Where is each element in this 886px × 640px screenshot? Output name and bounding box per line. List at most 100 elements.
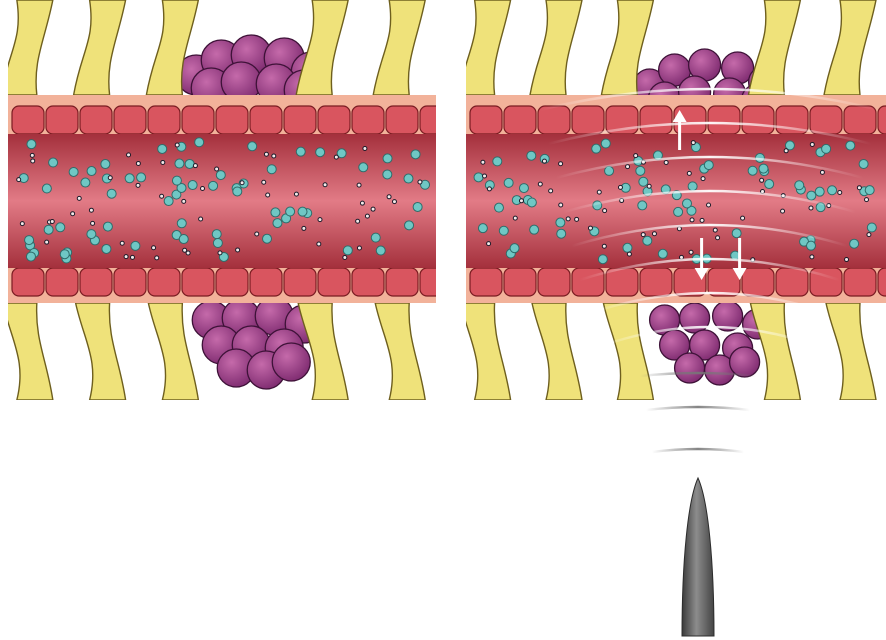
endothelial-cell — [742, 106, 774, 134]
microbubble — [867, 223, 876, 232]
astrocyte-end-feet — [1, 0, 53, 95]
microbubble — [296, 147, 305, 156]
drug-particle — [857, 186, 861, 190]
microbubble — [556, 218, 565, 227]
astrocyte-end-feet — [826, 303, 876, 400]
microbubble — [179, 235, 188, 244]
drug-particle — [266, 193, 270, 197]
endothelial-cell — [352, 268, 384, 296]
drug-particle — [647, 184, 651, 188]
panel-baseline — [1, 0, 452, 400]
drug-particle — [687, 171, 691, 175]
microbubble — [795, 181, 804, 190]
endothelial-cell — [470, 106, 502, 134]
drug-particle — [218, 251, 222, 255]
tumor-cell-cluster — [675, 353, 705, 383]
drug-particle — [160, 194, 164, 198]
drug-particle — [641, 233, 645, 237]
astrocyte-end-feet — [76, 303, 126, 400]
endothelial-cell — [352, 106, 384, 134]
endothelial-cell — [538, 268, 570, 296]
microbubble — [107, 189, 116, 198]
drug-particle — [318, 218, 322, 222]
microbubble — [125, 174, 134, 183]
microbubble — [216, 171, 225, 180]
drug-particle — [236, 248, 240, 252]
endothelial-cell — [386, 106, 418, 134]
drug-particle — [602, 244, 606, 248]
drug-particle — [120, 241, 124, 245]
drug-particle — [810, 142, 814, 146]
microbubble — [27, 140, 36, 149]
endothelial-cell — [386, 268, 418, 296]
drug-particle — [559, 203, 563, 207]
microbubble — [658, 249, 667, 258]
microbubble — [298, 207, 307, 216]
endothelial-cell — [284, 106, 316, 134]
drug-particle — [845, 258, 849, 262]
microbubble — [209, 181, 218, 190]
endothelial-cell — [844, 106, 876, 134]
drug-particle — [838, 190, 842, 194]
drug-particle — [542, 159, 546, 163]
microbubble — [273, 219, 282, 228]
endothelial-cell — [708, 106, 740, 134]
drug-particle — [483, 174, 487, 178]
microbubble — [828, 186, 837, 195]
astrocyte-end-feet — [74, 0, 126, 95]
drug-particle — [193, 164, 197, 168]
microbubble — [704, 161, 713, 170]
endothelial-cell — [148, 106, 180, 134]
drug-particle — [691, 141, 695, 145]
drug-particle — [549, 189, 553, 193]
drug-particle — [323, 183, 327, 187]
microbubble — [643, 236, 652, 245]
drug-particle — [182, 199, 186, 203]
drug-particle — [136, 183, 140, 187]
drug-particle — [652, 232, 656, 236]
endothelial-cell — [114, 268, 146, 296]
drug-particle — [108, 176, 112, 180]
drug-particle — [865, 198, 869, 202]
astrocyte-end-feet — [603, 303, 653, 400]
endothelial-cell — [776, 268, 808, 296]
drug-particle — [152, 246, 156, 250]
microbubble — [765, 180, 774, 189]
drug-particle — [618, 185, 622, 189]
microbubble — [639, 177, 648, 186]
drug-particle — [175, 143, 179, 147]
drug-particle — [264, 152, 268, 156]
drug-particle — [741, 216, 745, 220]
drug-particle — [626, 165, 630, 169]
microbubble — [49, 158, 58, 167]
drug-particle — [664, 160, 668, 164]
ultrasound-transducer-group — [640, 373, 756, 636]
astrocyte-end-feet — [530, 0, 582, 95]
drug-particle — [575, 217, 579, 221]
drug-particle — [215, 167, 219, 171]
microbubble — [732, 229, 741, 238]
microbubble — [25, 236, 34, 245]
endothelial-cell — [250, 106, 282, 134]
microbubble — [271, 208, 280, 217]
microbubble — [103, 222, 112, 231]
drug-particle — [566, 217, 570, 221]
drug-particle — [365, 214, 369, 218]
microbubble — [87, 167, 96, 176]
drug-particle — [481, 160, 485, 164]
endothelial-cell — [810, 106, 842, 134]
endothelial-cell — [182, 106, 214, 134]
endothelial-cell — [148, 268, 180, 296]
microbubble — [638, 201, 647, 210]
drug-particle — [302, 226, 306, 230]
endothelial-cell — [250, 268, 282, 296]
microbubble — [383, 154, 392, 163]
microbubble — [815, 187, 824, 196]
microbubble — [474, 173, 483, 182]
microbubble — [81, 178, 90, 187]
microbubble — [212, 230, 221, 239]
drug-particle — [487, 187, 491, 191]
microbubble — [233, 187, 242, 196]
microbubble — [383, 170, 392, 179]
drug-particle — [781, 209, 785, 213]
